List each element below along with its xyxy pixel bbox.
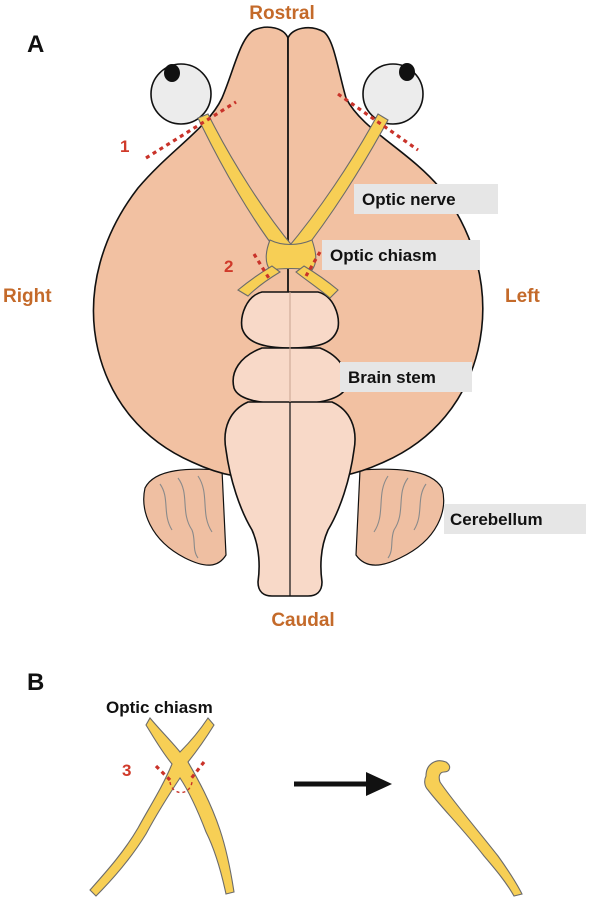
right-label: Right — [3, 286, 52, 307]
panel-b-chiasm-label: Optic chiasm — [106, 698, 213, 717]
cut-line-1a — [145, 100, 237, 160]
cut-line-3-arc — [169, 781, 193, 794]
cut-line-3a — [154, 764, 172, 782]
right-eye — [150, 63, 212, 125]
panel-a-label: A — [27, 31, 44, 58]
cerebellum — [143, 468, 445, 566]
optic-nerve-label-group: Optic nerve — [354, 184, 498, 214]
cerebellum-label-group: Cerebellum — [444, 504, 586, 534]
arrow-icon — [294, 772, 392, 796]
cut-line-3b — [188, 761, 206, 781]
optic-chiasm-label-group: Optic chiasm — [322, 240, 480, 270]
separated-optic-nerve — [424, 760, 523, 897]
cerebellum-label: Cerebellum — [450, 510, 543, 529]
cut-line-2a — [252, 253, 272, 281]
caudal-label: Caudal — [271, 610, 334, 631]
cut-number-3: 3 — [122, 761, 131, 780]
left-eye — [362, 63, 424, 125]
brain-stem-label-group: Brain stem — [340, 362, 472, 392]
optic-chiasm-label: Optic chiasm — [330, 246, 437, 265]
isolated-optic-chiasm — [89, 717, 235, 897]
rostral-label: Rostral — [249, 3, 314, 24]
brain-stem — [224, 291, 356, 597]
brain-stem-label: Brain stem — [348, 368, 436, 387]
cut-line-1b — [337, 92, 419, 152]
cut-number-2: 2 — [224, 257, 233, 276]
cut-number-1: 1 — [120, 137, 129, 156]
panel-b-label: B — [27, 669, 44, 696]
optic-nerve-label: Optic nerve — [362, 190, 456, 209]
left-label: Left — [505, 286, 541, 307]
